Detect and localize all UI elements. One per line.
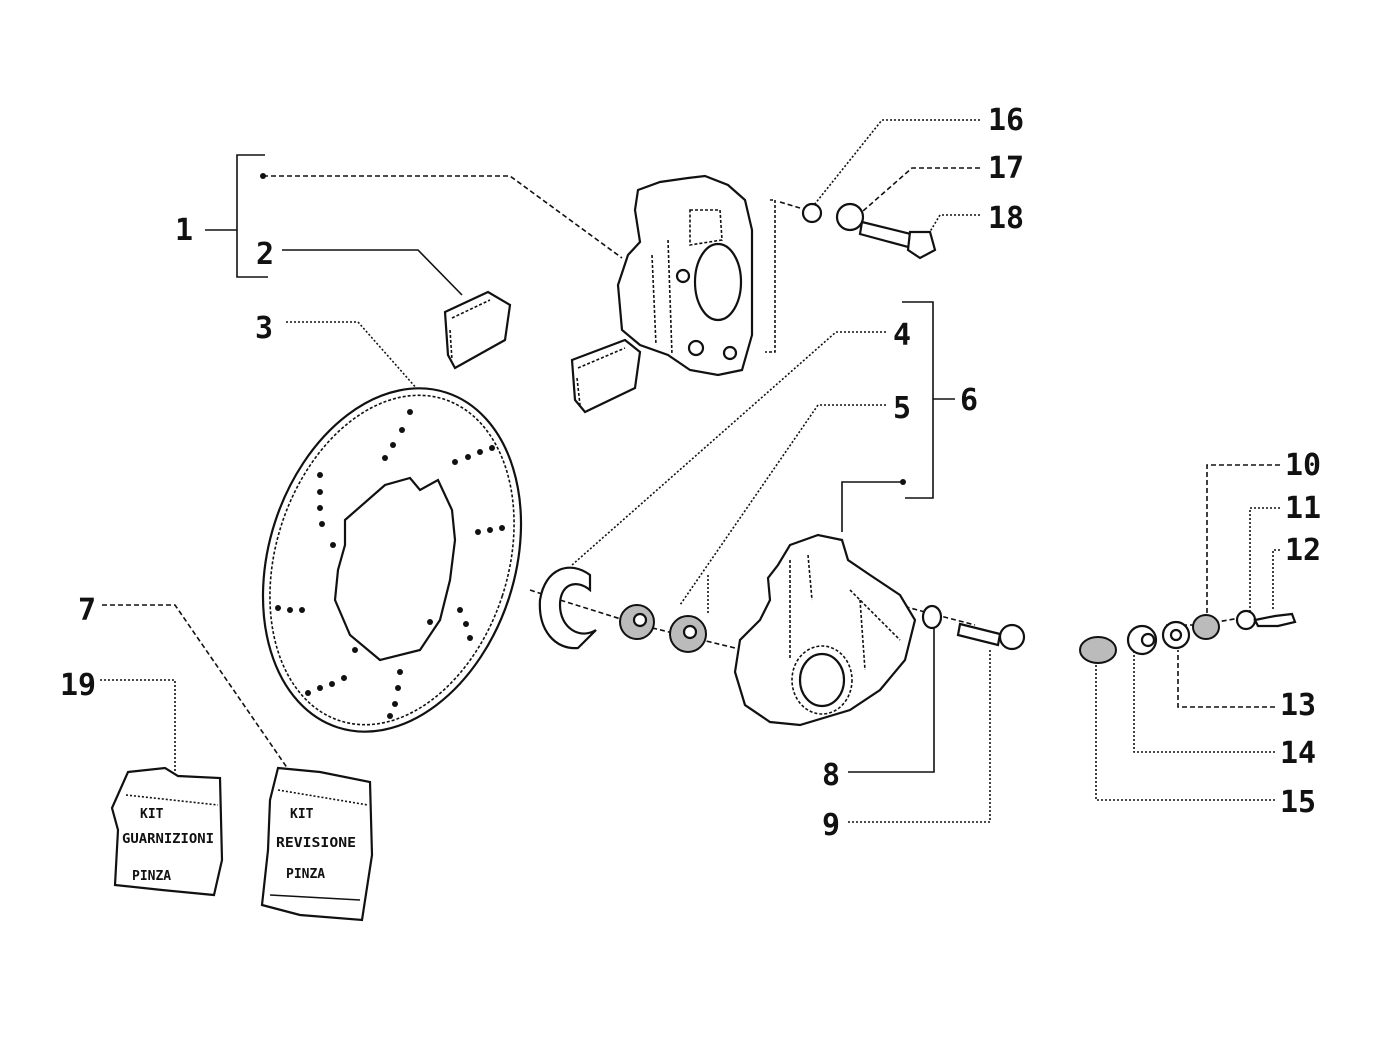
callout-12: 12 (1285, 533, 1321, 568)
part-10 (1192, 614, 1220, 640)
brake-disc (261, 387, 523, 733)
caliper-lower (733, 533, 917, 727)
callout-9: 9 (822, 808, 840, 843)
part-15 (1079, 636, 1117, 664)
callout-16: 16 (988, 103, 1024, 138)
bracket-6 (841, 301, 955, 532)
bracket-1 (205, 154, 623, 296)
bolt-9 (956, 622, 1026, 651)
kit-bag-7-line3: PINZA (286, 867, 325, 882)
washer-8 (921, 604, 943, 630)
part-11 (1235, 609, 1257, 631)
callout-7: 7 (78, 593, 96, 628)
brake-pad-upper (443, 290, 512, 370)
callout-18: 18 (988, 201, 1024, 236)
piston-seal-5a (619, 604, 655, 640)
caliper-upper (616, 174, 776, 377)
callout-19: 19 (60, 668, 96, 703)
kit-bag-19: KIT GUARNIZIONI PINZA (110, 766, 224, 897)
kit-bag-19-line3: PINZA (132, 869, 171, 884)
brake-pad-lower (570, 338, 642, 414)
kit-bag-19-line1: KIT (140, 807, 164, 822)
kit-bag-7-line2: REVISIONE (276, 836, 356, 851)
callout-6: 6 (960, 383, 978, 418)
part-14 (1126, 624, 1158, 656)
bolt-16-18 (801, 202, 937, 260)
piston-seal-5b (669, 615, 707, 653)
part-13 (1161, 620, 1191, 650)
callout-11: 11 (1285, 491, 1321, 526)
callout-1: 1 (175, 213, 193, 248)
seal-4 (538, 566, 597, 650)
callout-8: 8 (822, 758, 840, 793)
callout-5: 5 (893, 391, 911, 426)
callout-3: 3 (255, 311, 273, 346)
kit-bag-7: KIT REVISIONE PINZA (260, 766, 374, 922)
kit-bag-7-line1: KIT (290, 807, 314, 822)
callout-14: 14 (1280, 736, 1316, 771)
callout-13: 13 (1280, 688, 1316, 723)
callout-15: 15 (1280, 785, 1316, 820)
callout-2: 2 (256, 237, 274, 272)
callout-17: 17 (988, 151, 1024, 186)
disc-holes (275, 409, 505, 719)
part-12 (1253, 612, 1297, 628)
callout-4: 4 (893, 318, 911, 353)
kit-bag-19-line2: GUARNIZIONI (122, 832, 214, 847)
callout-10: 10 (1285, 448, 1321, 483)
